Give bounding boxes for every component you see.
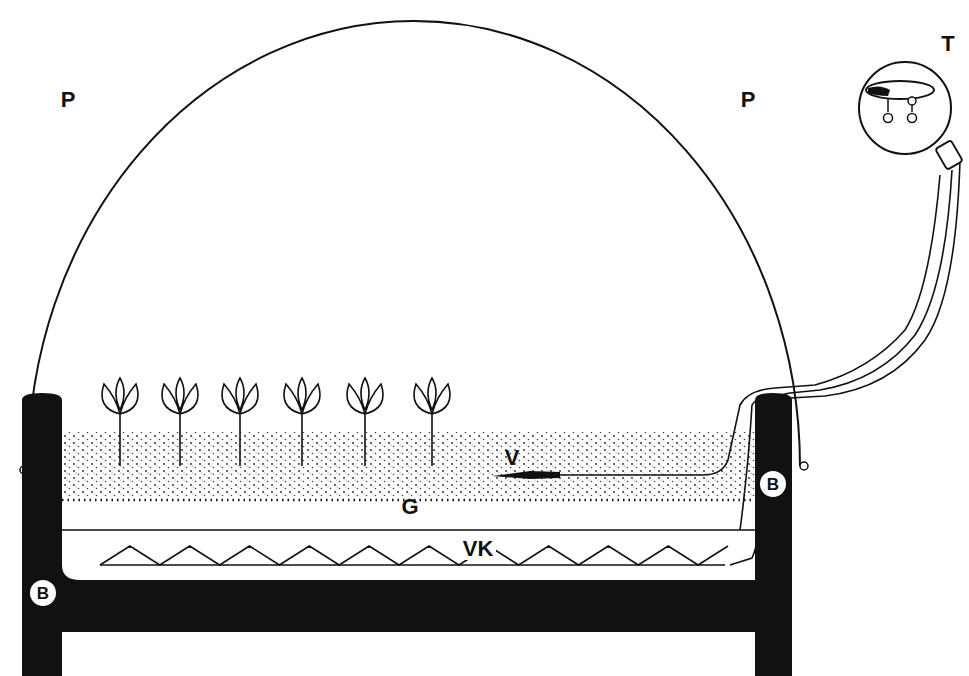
thermostat-body xyxy=(859,62,951,154)
part-letter: V xyxy=(505,447,520,469)
bimetal-strip xyxy=(866,81,934,99)
cable-return xyxy=(100,564,725,566)
callout-circle: B xyxy=(758,469,788,499)
power-cable xyxy=(740,160,960,530)
part-letter: P xyxy=(741,89,756,111)
terminal xyxy=(908,114,917,123)
separator-line xyxy=(62,529,755,531)
hinge-ring xyxy=(800,462,808,470)
sensor-probe xyxy=(492,471,560,479)
cover-dome xyxy=(28,21,800,468)
part-letter: T xyxy=(941,33,954,55)
part-letter: P xyxy=(61,89,76,111)
contact-point xyxy=(908,97,916,105)
heating-cable xyxy=(100,546,728,565)
callout-circle: B xyxy=(28,578,58,608)
callout-letter: B xyxy=(767,476,779,493)
callout-letter: B xyxy=(37,585,49,602)
part-letter: VK xyxy=(460,538,497,560)
bench-box xyxy=(22,393,792,676)
bimetal-hatch xyxy=(868,86,890,96)
terminal xyxy=(884,114,893,123)
thermostat-plug xyxy=(935,140,963,170)
part-letter: G xyxy=(401,496,418,518)
soil-layer xyxy=(62,432,755,498)
seedlings xyxy=(102,378,450,466)
contact-lead xyxy=(887,99,889,112)
power-cable xyxy=(730,170,952,565)
